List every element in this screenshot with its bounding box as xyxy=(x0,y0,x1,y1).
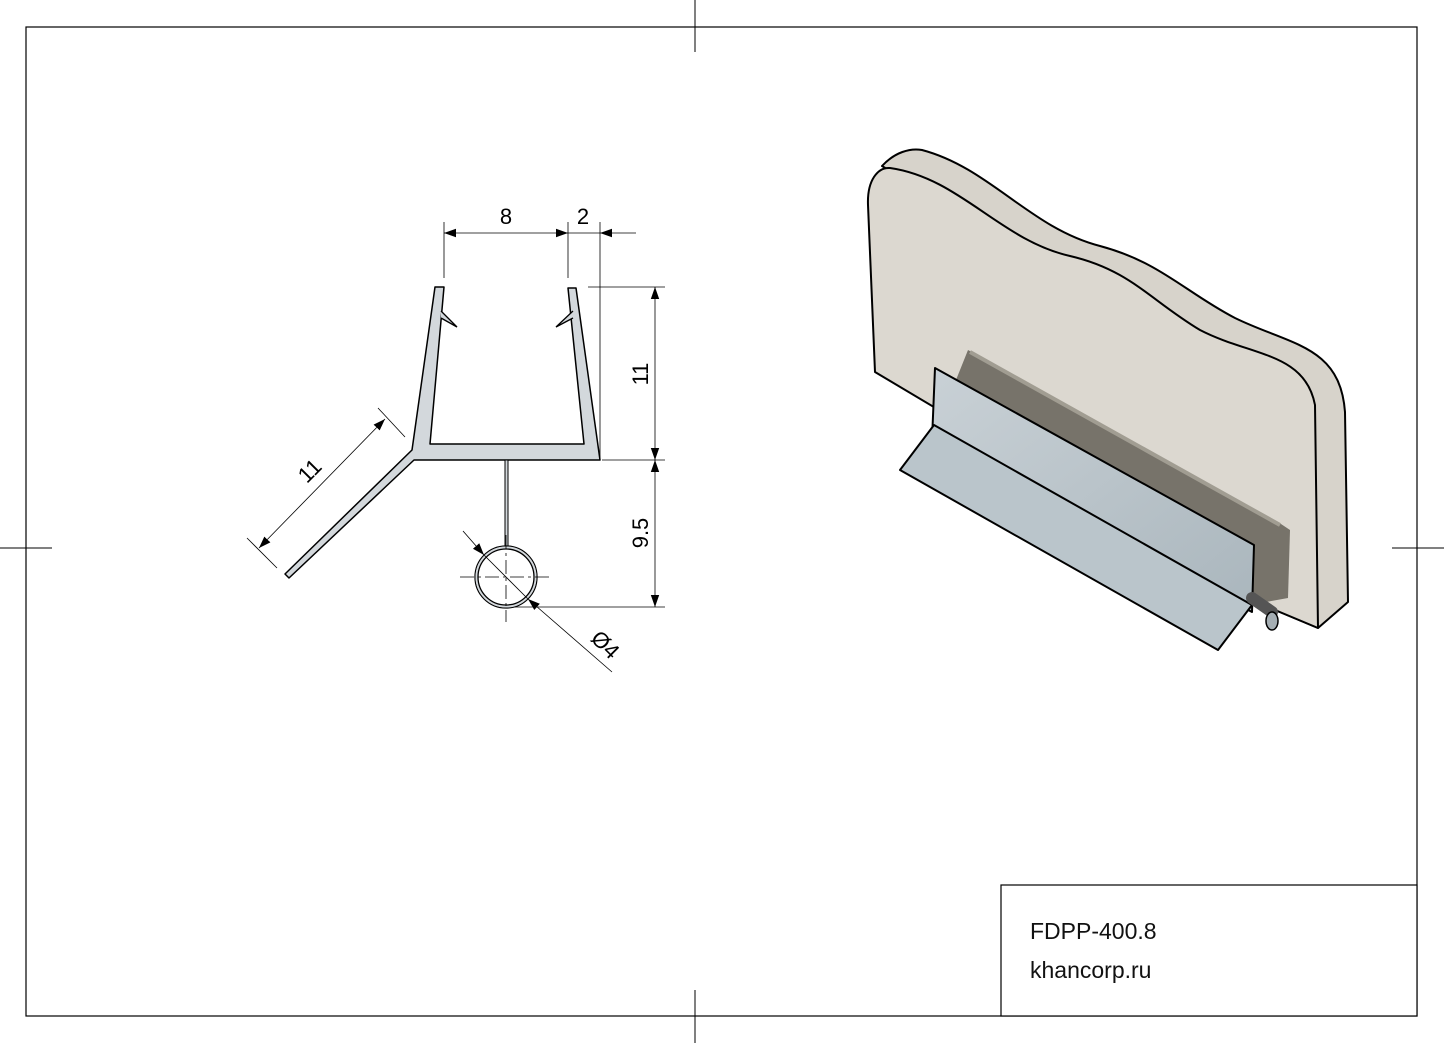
dimension-wall-thickness: 2 xyxy=(577,204,589,229)
title-block: FDPP-400.8 khancorp.ru xyxy=(1000,884,1418,1017)
dimensions: 8 2 11 9.5 11 Ø4 xyxy=(246,204,665,673)
part-number: FDPP-400.8 xyxy=(1030,918,1157,944)
profile-cross-section xyxy=(284,286,601,622)
glass-seal-profile xyxy=(899,350,1290,651)
isometric-view xyxy=(866,148,1349,651)
dimension-channel-height: 11 xyxy=(628,363,653,386)
dimension-bulb-offset: 9.5 xyxy=(628,518,653,549)
dimension-channel-width: 8 xyxy=(500,204,512,229)
dimension-bulb-diameter: Ø4 xyxy=(586,625,624,663)
company-website: khancorp.ru xyxy=(1030,957,1151,983)
dimension-flap-length: 11 xyxy=(293,454,327,488)
center-lines xyxy=(460,535,552,622)
